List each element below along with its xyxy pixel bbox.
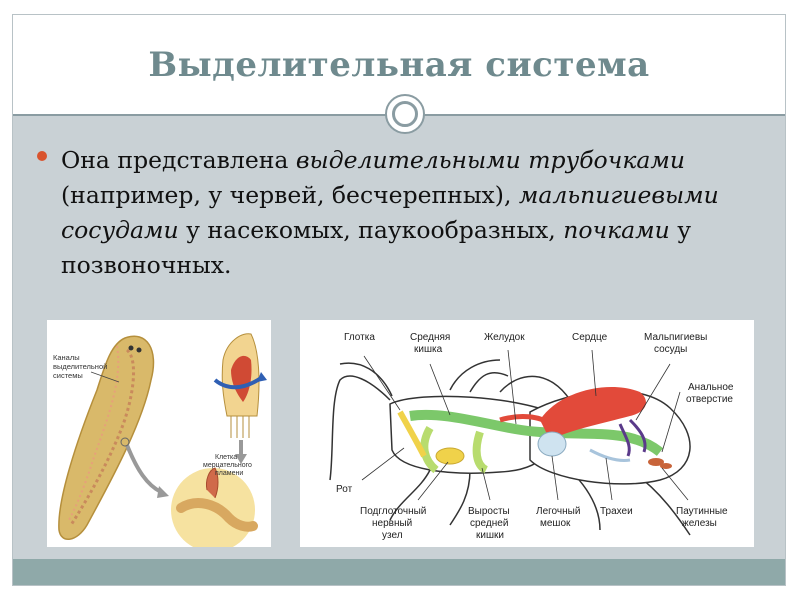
- label-pharynx: Глотка: [344, 332, 375, 343]
- label-outgrowths-1: Выросты: [468, 506, 510, 517]
- label-lung-1: Легочный: [536, 506, 580, 517]
- label-ganglion-2: нервный: [372, 518, 412, 529]
- label-cell-1: Клетка: [215, 454, 237, 461]
- label-midgut-1: Средняя: [410, 332, 450, 343]
- label-glands-1: Паутинные: [676, 506, 728, 517]
- label-canals-3: системы: [53, 371, 83, 380]
- slide-frame: Выделительная система Она представлена в…: [12, 14, 786, 586]
- flatworm-illustration: Каналы выделительной системы Кл: [47, 320, 271, 552]
- label-tracheae: Трахеи: [600, 506, 633, 517]
- text-part: у насекомых, паукообразных,: [178, 216, 564, 244]
- label-glands-2: железы: [682, 518, 717, 529]
- italic-term: мальпигиевыми сосудами: [61, 181, 719, 244]
- label-anus-1: Анальное: [688, 382, 734, 393]
- italic-term: выделительными трубочками: [295, 146, 685, 174]
- circle-ornament-icon: [385, 94, 425, 134]
- text-part: у позвоночных.: [61, 216, 692, 279]
- label-stomach: Желудок: [484, 332, 525, 343]
- label-canals-2: выделительной: [53, 362, 107, 371]
- bullet-icon: [37, 151, 47, 161]
- label-anus-2: отверстие: [686, 394, 733, 405]
- label-cell-3: пламени: [215, 470, 243, 477]
- label-ganglion-3: узел: [382, 530, 403, 541]
- label-mouth: Рот: [336, 484, 353, 495]
- label-midgut-2: кишка: [414, 344, 443, 355]
- bottom-band: [13, 559, 785, 585]
- body-paragraph: Она представлена выделительными трубочка…: [61, 143, 761, 283]
- label-heart: Сердце: [572, 332, 608, 343]
- label-malpighian-2: сосуды: [654, 344, 687, 355]
- text-part: (например, у червей, бесчерепных),: [61, 181, 519, 209]
- text-part: Она представлена: [61, 146, 296, 174]
- italic-term: почками: [563, 216, 670, 244]
- label-ganglion-1: Подглоточный: [360, 506, 426, 517]
- label-cell-2: мерцательного: [203, 462, 252, 469]
- label-outgrowths-3: кишки: [476, 530, 504, 541]
- spider-anatomy-diagram: Глотка Средняя кишка Желудок Сердце Маль…: [300, 320, 754, 547]
- label-canals-1: Каналы: [53, 353, 80, 362]
- label-malpighian-1: Мальпигиевы: [644, 332, 707, 343]
- slide-title: Выделительная система: [148, 45, 650, 85]
- label-outgrowths-2: средней: [470, 518, 508, 529]
- label-lung-2: мешок: [540, 518, 571, 529]
